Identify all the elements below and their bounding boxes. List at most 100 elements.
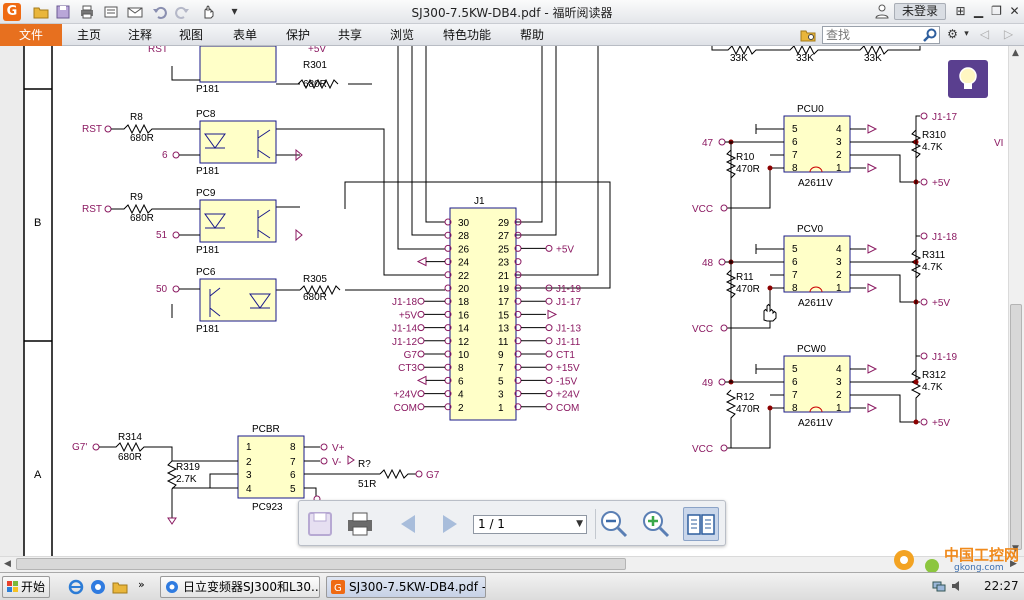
start-button[interactable]: 开始 (2, 576, 50, 598)
taskbar-overflow-icon[interactable]: » (138, 578, 145, 591)
foxit-logo-icon: G (331, 580, 345, 594)
svg-text:R?: R? (358, 459, 371, 470)
j1-pin-label: 8 (458, 363, 464, 374)
j1-net-label: J1-11 (556, 337, 581, 348)
optocoupler-pcw0: PCW0A2611V5678432149R12470RVCCJ1-19R3124… (692, 130, 957, 455)
volume-icon[interactable] (950, 579, 964, 593)
svg-text:51R: 51R (358, 479, 376, 490)
clock: 22:27 (984, 579, 1019, 593)
nav-back-icon[interactable]: ◁ (979, 27, 990, 41)
properties-icon[interactable] (103, 4, 119, 20)
j1-net-label: COM (556, 403, 579, 414)
scroll-right-icon[interactable]: ▶ (1010, 559, 1017, 569)
tip-lightbulb-button[interactable] (948, 60, 988, 98)
taskbar-task-foxit[interactable]: G SJ300-7.5KW-DB4.pdf - ... (326, 576, 486, 598)
j1-net-terminal (545, 284, 553, 292)
j1-net-label: CT1 (556, 350, 575, 361)
tab-protect[interactable]: 保护 (286, 28, 311, 42)
foxit-logo-icon[interactable]: G (3, 3, 21, 21)
svg-text:+5V: +5V (932, 298, 950, 309)
ribbon-options-icon[interactable]: ⊞ (955, 4, 966, 18)
tab-help[interactable]: 帮助 (520, 28, 545, 42)
svg-text:R319: R319 (176, 462, 200, 473)
scroll-left-icon[interactable]: ◀ (4, 559, 11, 569)
svg-text:680R: 680R (130, 133, 154, 144)
j1-pin-label: 15 (498, 310, 510, 321)
save-icon[interactable] (55, 4, 71, 20)
svg-text:A2611V: A2611V (798, 298, 833, 309)
svg-text:6: 6 (792, 377, 798, 388)
j1-net-label: J1-12 (392, 337, 417, 348)
svg-text:P181: P181 (196, 166, 220, 177)
next-page-icon[interactable] (435, 509, 465, 539)
previous-page-icon[interactable] (393, 509, 423, 539)
optocoupler-pcv0: PCV0A2611V5678432148R11470RVCCJ1-18R3114… (692, 130, 957, 335)
tab-browse[interactable]: 浏览 (390, 28, 415, 42)
print-icon[interactable] (345, 509, 375, 539)
email-icon[interactable] (127, 4, 143, 20)
svg-text:R314: R314 (118, 432, 142, 443)
zoom-out-icon[interactable] (599, 509, 629, 539)
horizontal-scroll-thumb[interactable] (16, 558, 626, 570)
gate-driver-pcbr: PCBR PC923 1 2 3 4 8 7 6 5 G7' R314 680R… (72, 424, 440, 525)
gear-dropdown[interactable]: ▾ (964, 29, 969, 39)
j1-pin-label: 13 (498, 324, 510, 335)
restore-button[interactable]: ❐ (991, 4, 1002, 18)
svg-text:48: 48 (702, 258, 714, 269)
j1-pin-label: 28 (458, 231, 470, 242)
network-icon[interactable] (932, 579, 946, 593)
svg-text:R8: R8 (130, 112, 143, 123)
svg-text:1: 1 (246, 442, 252, 453)
open-folder-icon[interactable] (33, 4, 49, 20)
j1-pin-terminal (514, 258, 522, 266)
ie-browser-icon[interactable] (68, 579, 84, 595)
folder-icon[interactable] (112, 579, 128, 595)
redo-icon[interactable] (174, 4, 190, 20)
minimize-button[interactable]: ▁ (973, 4, 984, 18)
page-number-select[interactable]: 1 / 1 ▼ (473, 515, 587, 534)
tab-form[interactable]: 表单 (233, 28, 258, 42)
svg-text:PC923: PC923 (252, 502, 283, 513)
svg-text:5: 5 (792, 364, 798, 375)
tab-view[interactable]: 视图 (179, 28, 204, 42)
tab-comment[interactable]: 注释 (128, 28, 153, 42)
j1-net-label: -15V (556, 376, 577, 387)
undo-icon[interactable] (152, 4, 168, 20)
j1-pin-label: 6 (458, 376, 464, 387)
close-button[interactable]: ✕ (1009, 4, 1020, 18)
login-button[interactable]: 未登录 (894, 3, 946, 20)
search-icon[interactable] (922, 27, 938, 43)
j1-pin-label: 22 (458, 271, 470, 282)
hand-tool-icon[interactable] (200, 4, 216, 20)
tab-file[interactable]: 文件 (0, 24, 62, 46)
j1-arrow (547, 309, 558, 320)
gear-icon[interactable]: ⚙ (947, 27, 958, 41)
j1-net-terminal (545, 363, 553, 371)
j1-pin-label: 1 (498, 403, 504, 414)
sogou-browser-icon[interactable] (90, 579, 106, 595)
taskbar-task-browser[interactable]: 日立变频器SJ300和L30... (160, 576, 320, 598)
svg-text:+5V: +5V (932, 178, 950, 189)
save-icon[interactable] (305, 509, 335, 539)
j1-net-terminal (545, 297, 553, 305)
svg-text:PCU0: PCU0 (797, 104, 824, 115)
tab-share[interactable]: 共享 (338, 28, 363, 42)
j1-pin-label: 24 (458, 258, 470, 269)
svg-text:6: 6 (792, 137, 798, 148)
quick-access-dropdown[interactable]: ▾ (231, 4, 238, 18)
svg-text:4.7K: 4.7K (922, 142, 943, 153)
vertical-scroll-thumb[interactable] (1010, 304, 1022, 550)
scroll-up-icon[interactable]: ▲ (1012, 48, 1019, 58)
search-input[interactable] (822, 26, 940, 44)
find-folder-icon[interactable] (800, 27, 816, 43)
sogou-browser-icon (166, 581, 178, 593)
scroll-down-icon[interactable]: ▼ (1012, 544, 1019, 554)
tab-home[interactable]: 主页 (77, 28, 102, 42)
top-resistor-row: 33K 33K 33K (711, 46, 921, 64)
tab-features[interactable]: 特色功能 (443, 28, 492, 42)
print-icon[interactable] (79, 4, 95, 20)
j1-net-label: J1-13 (556, 324, 581, 335)
zoom-in-icon[interactable] (641, 509, 671, 539)
reading-mode-button[interactable] (683, 507, 719, 541)
nav-forward-icon[interactable]: ▷ (1003, 27, 1014, 41)
